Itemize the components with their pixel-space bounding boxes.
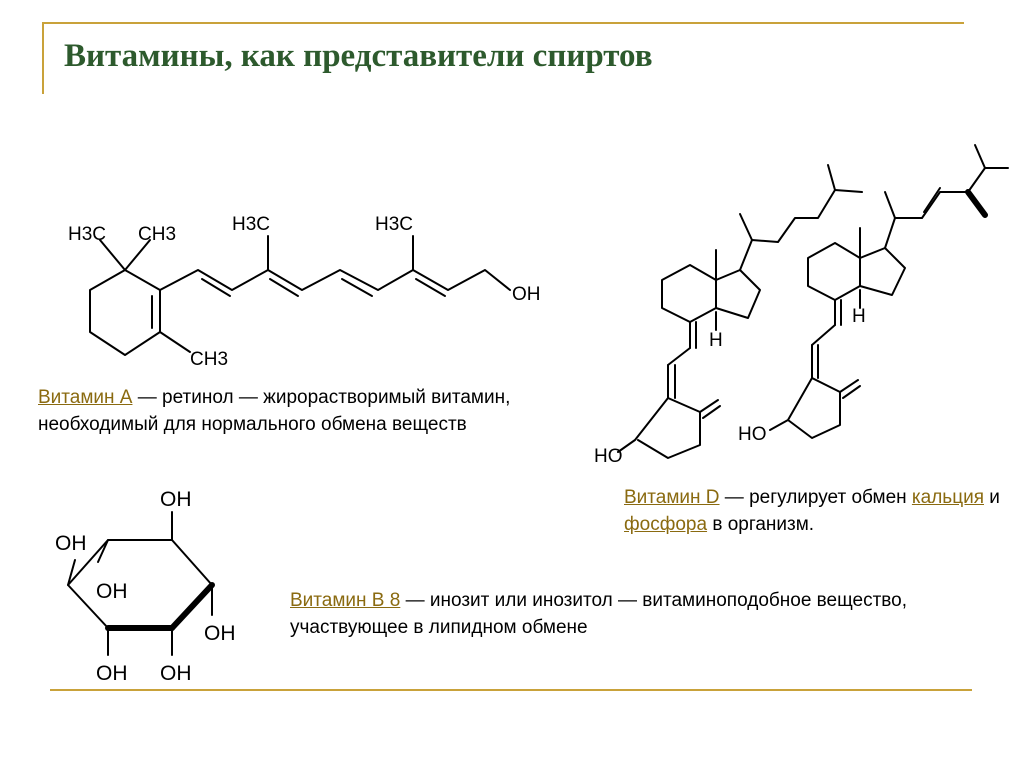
inositol-front-bond [169, 582, 215, 631]
inositol-ring [67, 539, 213, 629]
vitamin-d-description: Витамин D — регулирует обмен кальция и ф… [624, 484, 1014, 538]
vitamin-d-text: и [984, 487, 1000, 508]
vitamin-d-text: в организм. [707, 514, 815, 535]
vitamin-d1-a-ring [617, 397, 701, 459]
vitamin-d-structure-1: H HO [594, 164, 863, 467]
vitamin-d2-exo-bond [839, 379, 859, 393]
vitamin-d2-bond [811, 324, 836, 346]
vitamin-d1-side-chain [739, 189, 836, 271]
inositol-oh-bond [67, 559, 76, 586]
formula-label: CH3 [138, 224, 176, 245]
retinol-structure: H3C CH3 H3C H3C OH CH3 [68, 214, 541, 370]
vitamin-b8-link[interactable]: Витамин В 8 [290, 590, 401, 611]
retinol-chain-double-bond [269, 278, 299, 297]
phosphorus-link[interactable]: фосфора [624, 514, 708, 535]
formula-label: CH3 [190, 349, 228, 370]
retinol-methyl-bond [99, 239, 126, 271]
slide-title: Витамины, как представители спиртов [64, 38, 653, 74]
bottom-divider [50, 689, 972, 691]
top-divider [42, 22, 964, 24]
retinol-methyl-bond [159, 331, 191, 353]
vitamin-d-structure-2: H HO [738, 144, 1009, 445]
vitamin-b8-text: — инозит или инозитол — витаминоподобное… [290, 590, 908, 638]
formula-label: H3C [68, 224, 106, 245]
vitamin-d2-side-chain [974, 144, 986, 169]
formula-label: OH [55, 532, 87, 555]
vitamin-d-text: — регулирует обмен [719, 487, 912, 508]
vitamin-d2-side-chain [884, 191, 896, 219]
formula-label: HO [594, 446, 623, 467]
vitamin-a-description: Витамин А — ретинол — жирорастворимый ви… [38, 384, 578, 438]
vitamin-d2-wedge-bond [965, 189, 988, 218]
inositol-oh-bond [97, 539, 109, 563]
vitamin-d1-c-ring [661, 264, 717, 323]
retinol-chain [159, 269, 511, 291]
inositol-structure: OH OH OH OH OH OH [55, 488, 236, 685]
formula-label: OH [512, 284, 541, 305]
formula-label: H [852, 306, 866, 327]
formula-label: OH [160, 662, 192, 685]
formula-label: OH [204, 622, 236, 645]
vitamin-d1-side-chain [739, 213, 753, 241]
vitamin-d1-side-chain [834, 189, 863, 193]
vitamin-d1-exo-bond [699, 399, 719, 413]
formula-label: OH [96, 580, 128, 603]
retinol-ring [89, 269, 161, 356]
formula-label: HO [738, 424, 767, 445]
vitamin-d2-side-chain-double-bond [923, 187, 941, 213]
formula-label: OH [96, 662, 128, 685]
calcium-link[interactable]: кальция [911, 487, 984, 508]
vitamin-d1-d-ring [715, 269, 761, 319]
vitamin-d2-c-ring [807, 242, 861, 301]
retinol-chain-double-bond [415, 278, 446, 297]
vitamin-b8-description: Витамин В 8 — инозит или инозитол — вита… [290, 587, 990, 641]
vitamin-d2-side-chain [884, 167, 1009, 249]
retinol-chain-double-bond [201, 278, 231, 297]
vitamin-d-link[interactable]: Витамин D [624, 487, 720, 508]
retinol-chain-double-bond [341, 278, 373, 297]
vitamin-d2-d-ring [859, 247, 906, 296]
left-accent-bar [42, 22, 44, 94]
vitamin-d2-exo-bond [842, 385, 861, 399]
vitamin-d1-exo-bond [702, 405, 721, 419]
formula-label: H3C [375, 214, 413, 235]
formula-label: OH [160, 488, 192, 511]
vitamin-a-text: — ретинол — жирорастворимый витамин, нео… [38, 387, 511, 435]
retinol-methyl-bond [124, 239, 151, 271]
vitamin-d1-side-chain [827, 164, 836, 191]
vitamin-d1-bond [667, 347, 691, 366]
formula-label: H [709, 330, 723, 351]
vitamin-a-link[interactable]: Витамин А [38, 387, 133, 408]
vitamin-d2-a-ring [769, 377, 841, 439]
formula-label: H3C [232, 214, 270, 235]
